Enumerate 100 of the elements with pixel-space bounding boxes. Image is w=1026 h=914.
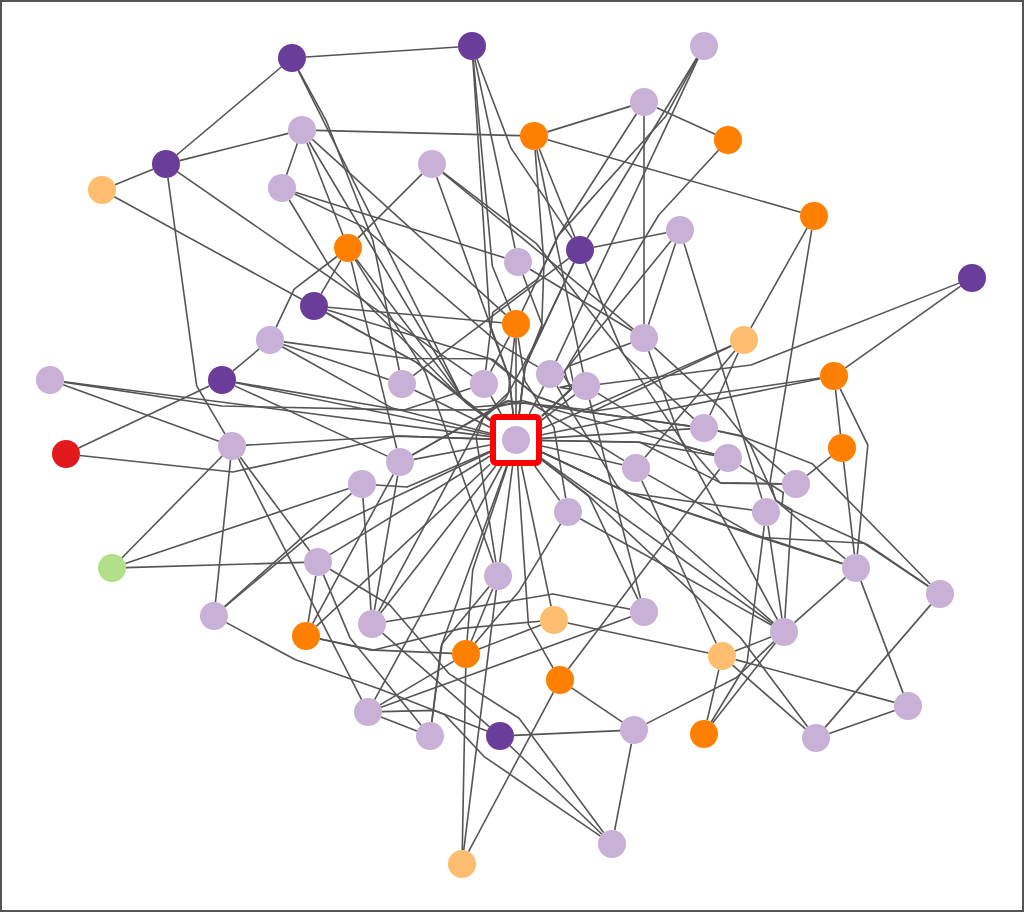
graph-node [820,362,848,390]
graph-node [358,610,386,638]
connector-line [653,346,847,560]
graph-node [800,202,828,230]
connector-line [541,445,624,466]
graph-node [218,432,246,460]
connector-line [509,744,603,836]
connector-line [592,231,668,249]
connector-line [555,57,699,363]
graph-node [208,366,236,394]
graph-node [666,216,694,244]
connector-line [489,335,511,373]
connector-line [647,242,677,326]
connector-line [375,450,491,488]
connector-line [442,171,695,420]
connector-line [283,341,691,427]
connector-line [431,586,490,723]
connector-line [710,525,766,723]
graph-node [690,720,718,748]
connector-line [329,455,491,556]
connector-line [541,439,783,485]
connector-line [641,479,717,645]
connector-line [125,561,305,569]
connector-line [824,603,932,729]
connector-line [655,106,717,136]
connector-line [683,242,763,500]
connector-line [275,255,338,329]
connector-line [362,497,372,611]
connector-line [546,105,632,133]
connector-line [472,59,512,312]
graph-node [354,698,382,726]
connector-line [613,742,633,832]
connector-line [834,389,842,435]
connector-line [541,428,691,440]
connector-line [706,668,720,722]
connector-line [541,459,639,601]
graph-node [388,370,416,398]
connector-line [380,615,632,709]
connector-line [541,240,672,417]
graph-node [782,470,810,498]
graph-node [622,454,650,482]
connector-line [536,148,584,374]
connector-line [320,259,342,295]
connector-line [63,381,491,438]
connector-line [518,274,543,415]
connector-line [734,636,772,652]
connector-line [234,382,491,436]
graph-node [708,642,736,670]
connector-line [121,455,223,559]
connector-line [529,268,633,332]
connector-line [839,387,869,555]
graph-node [486,722,514,750]
graph-node [300,292,328,320]
connector-line [731,664,807,730]
connector-line [379,660,455,706]
connector-line [318,620,541,651]
connector-line [288,199,491,422]
connector-line [223,492,353,608]
graph-node [502,310,530,338]
connector-line [541,342,632,417]
connector-line [327,306,503,324]
graph-node [418,150,446,178]
connector-line [521,113,638,313]
connector-line [214,459,232,603]
graph-node [630,324,658,352]
connector-line [556,385,775,624]
connector-line [709,351,739,417]
connector-line [567,468,721,670]
connector-line [597,392,783,485]
connector-line [412,257,570,377]
connector-line [734,658,896,704]
connector-line [325,311,625,462]
graph-node [36,366,64,394]
connector-line [588,398,642,600]
connector-line [114,168,154,186]
connector-line [442,172,634,330]
connector-line [534,465,561,502]
connector-line [377,261,575,613]
connector-line [235,381,716,456]
connector-line [381,709,488,732]
connector-line [176,171,474,377]
connector-line [357,173,423,239]
connector-line [767,525,783,619]
connector-line [462,589,498,851]
connector-line [643,115,645,325]
graph-node [598,830,626,858]
connector-line [379,465,497,614]
connector-line [294,191,506,259]
connector-line [282,343,390,381]
connector-line [644,349,736,459]
graph-node [484,562,512,590]
connector-line [466,465,509,641]
graph-node [554,498,582,526]
connector-line [79,435,491,473]
graph-node [98,554,126,582]
graph-node [730,326,758,354]
connector-line [329,568,605,834]
graph-node [690,414,718,442]
graph-node [566,236,594,264]
connector-line [178,132,290,162]
